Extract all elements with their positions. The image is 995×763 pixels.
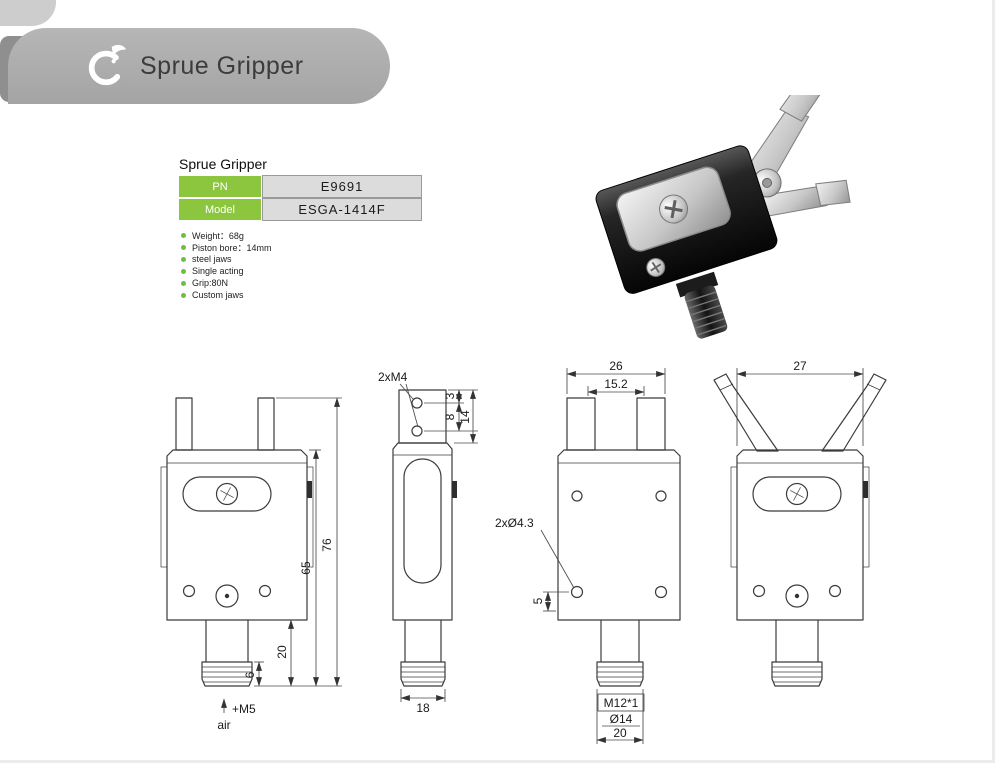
photo-jaws <box>745 95 851 217</box>
pn-value: E9691 <box>262 175 422 198</box>
page-title: Sprue Gripper <box>140 51 304 80</box>
spec-text: Piston bore：14mm <box>192 242 272 253</box>
dim-pad-span: 15.2 <box>604 377 628 391</box>
dim-block-height: 14 <box>458 410 472 424</box>
spec-text: Grip:80N <box>192 278 229 288</box>
spec-list: Weight：68g Piston bore：14mm steel jaws S… <box>181 229 272 301</box>
spec-text: Weight：68g <box>192 230 244 241</box>
air-label: air <box>217 718 230 732</box>
dim-flange-width: 20 <box>613 726 627 740</box>
bullet-icon <box>181 292 186 298</box>
dim-thread-length: 6 <box>243 671 257 678</box>
spec-item: steel jaws <box>181 253 272 265</box>
technical-drawings: 76 65 20 6 +M5 air <box>160 359 887 744</box>
photo-threaded-stem <box>675 271 728 339</box>
spec-text: Custom jaws <box>192 290 244 300</box>
header-banner: Sprue Gripper <box>8 28 390 104</box>
dim-jaw-span: 26 <box>609 359 623 373</box>
bullet-icon <box>181 280 186 286</box>
spec-item: Custom jaws <box>181 289 272 301</box>
air-port-label: +M5 <box>232 702 256 716</box>
spec-text: steel jaws <box>192 254 232 264</box>
pn-label: PN <box>178 175 262 198</box>
dim-hole-offset: 3 <box>443 392 457 399</box>
dim-hole-pitch: 8 <box>443 413 457 420</box>
open-view-drawing: 27 <box>713 359 887 687</box>
spec-text: Single acting <box>192 266 244 276</box>
bullet-icon <box>181 244 186 250</box>
dim-height-total: 76 <box>320 538 334 552</box>
spec-item: Weight：68g <box>181 229 272 241</box>
bullet-icon <box>181 232 186 238</box>
table-row: PN E9691 <box>178 175 422 198</box>
brand-logo-icon <box>88 44 127 86</box>
corner-decoration <box>0 0 56 26</box>
stem-dia-label: Ø14 <box>610 712 633 726</box>
dim-height-body: 65 <box>299 561 313 575</box>
hole-callout-m4: 2xM4 <box>378 370 408 384</box>
product-table: PN E9691 Model ESGA-1414F <box>178 175 422 221</box>
spec-item: Grip:80N <box>181 277 272 289</box>
dim-stem-length: 20 <box>275 645 289 659</box>
thread-spec-label: M12*1 <box>604 696 639 710</box>
spec-item: Piston bore：14mm <box>181 241 272 253</box>
side-view-drawing: 2xM4 3 8 14 18 <box>378 370 478 715</box>
product-section-title: Sprue Gripper <box>179 156 267 172</box>
table-row: Model ESGA-1414F <box>178 198 422 221</box>
bullet-icon <box>181 268 186 274</box>
spec-item: Single acting <box>181 265 272 277</box>
photo-body <box>595 145 778 294</box>
dim-hole-edge: 5 <box>531 597 545 604</box>
product-photo <box>595 95 851 339</box>
rear-view-drawing: 26 15.2 2xØ4.3 5 M12*1 Ø14 20 <box>495 359 681 744</box>
model-value: ESGA-1414F <box>262 198 422 221</box>
front-view-drawing: 76 65 20 6 +M5 air <box>160 397 342 732</box>
dim-body-width: 27 <box>793 359 807 373</box>
hole-callout-43: 2xØ4.3 <box>495 516 534 530</box>
model-label: Model <box>178 198 262 221</box>
bullet-icon <box>181 256 186 262</box>
dim-depth: 18 <box>416 701 430 715</box>
